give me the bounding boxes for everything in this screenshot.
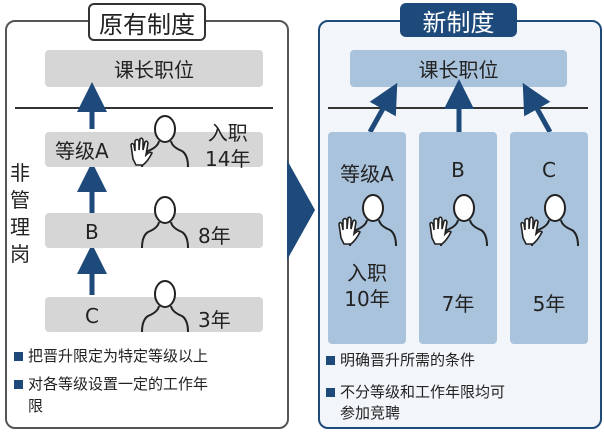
old-bullet: 对各等级设置一定的工作年: [14, 374, 208, 394]
old-grade-a-years: 入职 14年: [205, 120, 250, 172]
new-grade-b-column: B 7年: [419, 132, 497, 344]
old-grade-b-years: 8年: [198, 224, 231, 248]
years-value: 7年: [441, 292, 475, 316]
new-bullet: 不分等级和工作年限均可: [326, 382, 505, 402]
new-promotion-arrows: [367, 79, 553, 134]
person-icon: [338, 194, 397, 247]
old-system-title: 原有制度: [88, 3, 206, 41]
old-grade-c-label: C: [85, 304, 99, 328]
person-icon: [130, 115, 189, 168]
new-grade-c-column: C 5年: [510, 132, 588, 344]
old-grade-a-row: [45, 132, 263, 167]
old-grade-c-row: [45, 297, 263, 332]
old-grade-b-label: B: [85, 220, 99, 244]
transition-arrow-icon: [287, 160, 315, 260]
side-char: 岗: [10, 242, 30, 266]
divider-line: [15, 107, 273, 109]
side-char: 理: [10, 215, 30, 239]
side-char: 非: [10, 161, 30, 185]
new-system-title: 新制度: [400, 3, 517, 37]
old-grade-c-years: 3年: [198, 308, 231, 332]
person-icon: [520, 194, 579, 247]
old-promotion-arrows: [77, 82, 107, 295]
years-value: 5年: [532, 292, 566, 316]
old-grade-a-label: 等级A: [55, 139, 109, 163]
years: 入职 10年: [328, 260, 406, 312]
old-top-position: 课长职位: [45, 50, 263, 87]
new-top-position: 课长职位: [350, 50, 567, 87]
person-icon: [141, 280, 189, 333]
side-char: 管: [10, 188, 30, 212]
grade-label: C: [542, 158, 556, 182]
years-label: 入职: [207, 121, 248, 145]
person-icon: [429, 194, 488, 247]
person-icon: [141, 196, 189, 249]
new-bullet-continuation: 参加竞聘: [340, 404, 401, 422]
grade-label: 等级A: [340, 162, 394, 186]
old-bullet: 把晋升限定为特定等级以上: [14, 346, 208, 366]
new-grade-a-column: 等级A 入职 10年: [328, 132, 406, 344]
years-label: 入职: [347, 261, 387, 285]
old-grade-b-row: [45, 213, 263, 248]
new-bullet: 明确晋升所需的条件: [326, 350, 475, 370]
grade-label: B: [451, 158, 465, 182]
non-management-label: 非 管 理 岗: [10, 160, 32, 268]
years-value: 14年: [205, 147, 251, 171]
old-bullet-continuation: 限: [28, 397, 44, 415]
years-value: 10年: [344, 287, 390, 311]
